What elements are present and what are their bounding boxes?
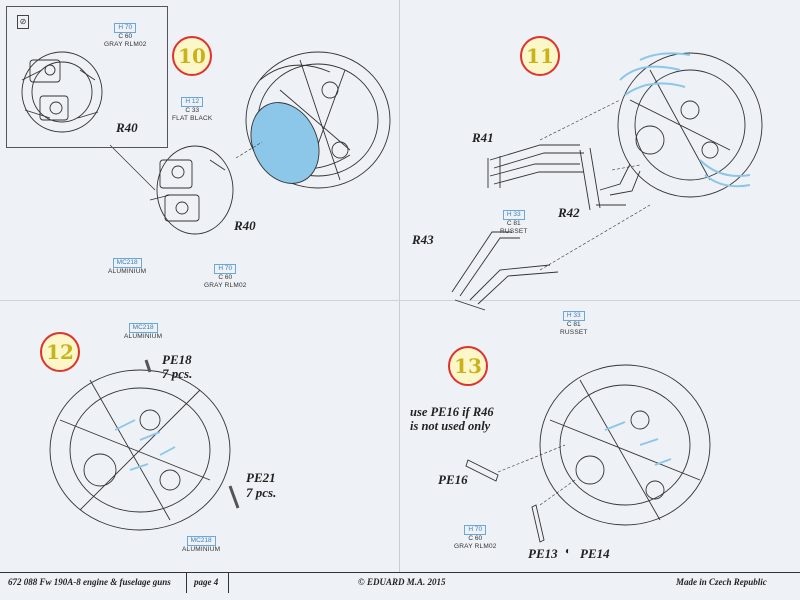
pe13-part-drawing bbox=[531, 504, 545, 543]
part-label-pe18-qty: 7 pcs. bbox=[162, 366, 193, 381]
pe21-part-drawing bbox=[228, 485, 240, 509]
step10-gearbox bbox=[149, 145, 234, 235]
paint-callout-aluminium-12-bottom: MC218 ALUMINIUM bbox=[182, 536, 221, 553]
part-label-pe21: PE21 bbox=[246, 470, 276, 485]
paint-callout-gray-10: H 70 C 60 GRAY RLM02 bbox=[204, 264, 247, 289]
inset-leader bbox=[109, 144, 156, 191]
pe16-part-drawing bbox=[465, 459, 499, 482]
fold-line-vertical bbox=[399, 0, 400, 572]
footer-kit-title: 672 088 Fw 190A-8 engine & fuselage guns bbox=[8, 577, 171, 587]
step13-highlight-lines bbox=[604, 421, 672, 466]
paint-callout-inset-gray: H 70 C 60 GRAY RLM02 bbox=[104, 23, 147, 48]
step11-engine bbox=[617, 52, 763, 198]
paint-callout-gray-13: H 70 C 60 GRAY RLM02 bbox=[454, 525, 497, 550]
paint-callout-russet-r43: H 33 C 81 RUSSET bbox=[560, 311, 588, 336]
paint-callout-aluminium-12-top: MC218 ALUMINIUM bbox=[124, 323, 163, 340]
fold-line-horizontal bbox=[0, 300, 800, 301]
step-badge-11: 11 bbox=[520, 36, 560, 76]
step-badge-10: 10 bbox=[172, 36, 212, 76]
part-label-pe18: PE18 bbox=[162, 352, 192, 367]
paint-callout-flat-black: H 12 C 33 FLAT BLACK bbox=[172, 97, 213, 122]
step-badge-12: 12 bbox=[40, 332, 80, 372]
half-circle-icon: ◐ bbox=[565, 546, 572, 557]
exhaust-r43 bbox=[451, 231, 559, 311]
step12-engine bbox=[49, 369, 231, 531]
detail-inset: ⊘ bbox=[6, 6, 168, 148]
part-label-pe13: PE13 bbox=[528, 546, 558, 561]
footer-page-number: page 4 bbox=[194, 577, 219, 587]
part-label-r40: R40 bbox=[234, 218, 256, 233]
step13-engine bbox=[539, 364, 711, 526]
inset-engine-drawing bbox=[21, 51, 103, 133]
footer-copyright: © EDUARD M.A. 2015 bbox=[358, 577, 446, 587]
footer-made-in: Made in Czech Republic bbox=[676, 577, 767, 587]
part-label-r42: R42 bbox=[558, 205, 580, 220]
paint-can-icon: ⊘ bbox=[17, 15, 29, 29]
exhaust-r42 bbox=[579, 147, 641, 211]
paint-callout-russet-r41: H 33 C 81 RUSSET bbox=[500, 210, 528, 235]
part-label-pe16: PE16 bbox=[438, 472, 468, 487]
part-label-r40-inset: R40 bbox=[116, 120, 138, 135]
exhaust-r41 bbox=[487, 144, 584, 188]
step-badge-13: 13 bbox=[448, 346, 488, 386]
part-label-r43: R43 bbox=[412, 232, 434, 247]
step10-highlight-ring bbox=[250, 102, 320, 184]
line-art bbox=[21, 51, 763, 543]
step12-highlight-lines bbox=[114, 419, 176, 471]
usage-note-line1: use PE16 if R46 bbox=[410, 405, 494, 419]
step11-highlight-pipes bbox=[619, 52, 751, 188]
pe18-part-drawing bbox=[144, 359, 152, 373]
part-label-pe14: PE14 bbox=[580, 546, 610, 561]
page-footer: 672 088 Fw 190A-8 engine & fuselage guns… bbox=[0, 572, 800, 593]
usage-note: use PE16 if R46 is not used only bbox=[410, 405, 494, 433]
paint-callout-aluminium-10: MC218 ALUMINIUM bbox=[108, 258, 147, 275]
part-label-pe21-qty: 7 pcs. bbox=[246, 485, 277, 500]
part-label-r41: R41 bbox=[472, 130, 494, 145]
usage-note-line2: is not used only bbox=[410, 419, 491, 433]
